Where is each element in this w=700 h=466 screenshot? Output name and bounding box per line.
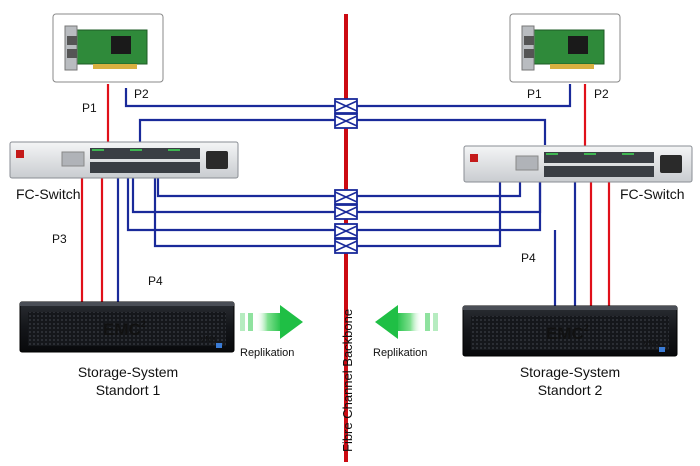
crossover-connector [334, 189, 358, 205]
switch-logo-icon [470, 154, 478, 162]
storage-brand-logo: EMC2 [546, 323, 589, 343]
switch-logo-icon [16, 150, 24, 158]
hba-chip [568, 36, 588, 54]
crossover-connector [334, 98, 358, 114]
power-socket-icon [206, 151, 228, 169]
fc-switch-left [9, 141, 239, 179]
storage-status-led [659, 347, 665, 352]
switch-port-bank [544, 152, 654, 177]
left-storage-caption-line1: Storage-System [78, 364, 178, 380]
right-switch-label: FC-Switch [620, 186, 685, 202]
hba-port-icon [67, 36, 77, 45]
storage-system-left: EMC2 VNX [19, 301, 235, 353]
right-replication-label: Replikation [373, 347, 427, 359]
left-hba-p1-label: P1 [82, 101, 97, 115]
replication-arrow-left-icon [375, 305, 438, 339]
switch-status-panel [61, 151, 85, 167]
hba-card-right [509, 13, 621, 83]
hba-port-icon [524, 36, 534, 45]
right-storage-p4-label: P4 [521, 251, 536, 265]
backbone-label: Fibre Channel Backbone [340, 309, 355, 452]
storage-system-right: EMC2 VNX [462, 305, 678, 357]
left-storage-p3-label: P3 [52, 232, 67, 246]
power-socket-icon [660, 155, 682, 173]
hba-card-left [52, 13, 164, 83]
storage-status-led [216, 343, 222, 348]
switch-port-highlights [92, 149, 180, 151]
switch-status-panel [515, 155, 539, 171]
hba-connector-strip [550, 64, 594, 69]
left-storage-caption-line2: Standort 1 [96, 382, 161, 398]
hba-bracket [521, 25, 535, 71]
storage-brand-logo: EMC2 [103, 319, 146, 339]
hba-pcb [533, 29, 605, 65]
blue-link-switch-4 [153, 176, 502, 248]
switch-port-highlights [546, 153, 634, 155]
red-link-group [80, 84, 611, 306]
storage-grill [471, 316, 669, 350]
storage-top-bar [20, 302, 234, 306]
storage-top-bar [463, 306, 677, 310]
crossover-connector [334, 113, 358, 129]
hba-bracket [64, 25, 78, 71]
left-switch-label: FC-Switch [16, 186, 81, 202]
storage-model-logo: VNX [200, 335, 217, 344]
hba-port-icon [524, 49, 534, 58]
right-storage-caption-line1: Storage-System [520, 364, 620, 380]
crossover-connector [334, 223, 358, 239]
crossover-connector [334, 204, 358, 220]
right-storage-caption-line2: Standort 2 [538, 382, 603, 398]
right-hba-p1-label: P1 [527, 87, 542, 101]
switch-port-bank [90, 148, 200, 173]
hba-chip [111, 36, 131, 54]
fc-switch-right [463, 145, 693, 183]
crossover-connector [334, 238, 358, 254]
left-replication-label: Replikation [240, 347, 294, 359]
replication-arrow-right-icon [240, 305, 303, 339]
storage-model-logo: VNX [643, 339, 660, 348]
blue-link-switch-3 [126, 176, 542, 232]
crossover-connectors [334, 98, 358, 254]
left-hba-p2-label: P2 [134, 87, 149, 101]
right-hba-p2-label: P2 [594, 87, 609, 101]
hba-connector-strip [93, 64, 137, 69]
left-storage-p4-label: P4 [148, 274, 163, 288]
storage-grill [28, 312, 226, 346]
hba-port-icon [67, 49, 77, 58]
